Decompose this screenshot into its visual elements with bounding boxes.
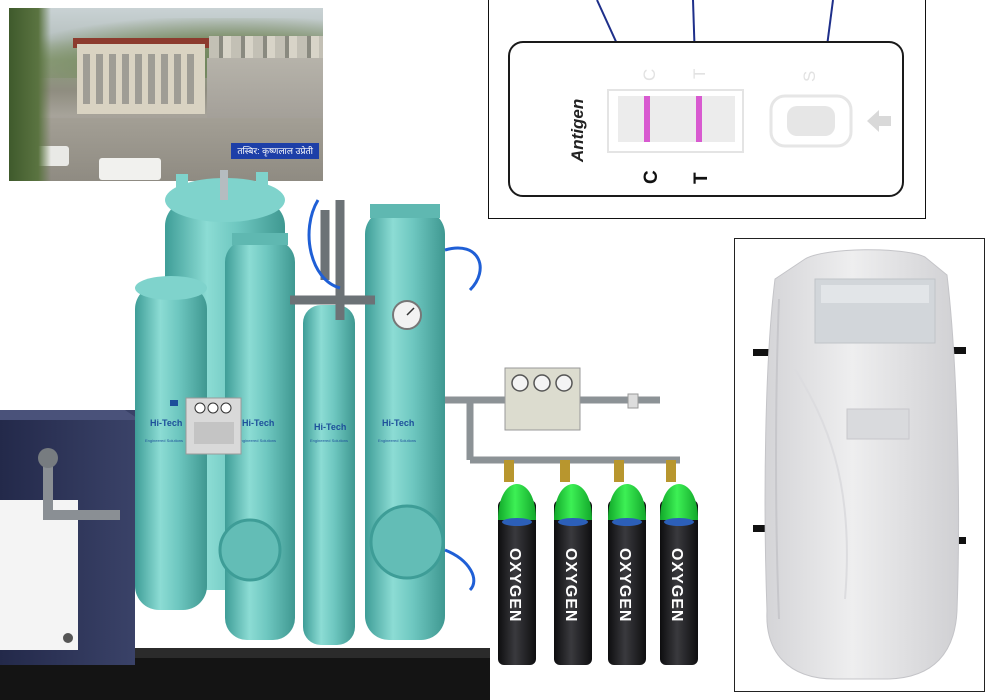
process-piping (290, 200, 375, 320)
oxygen-cylinder-1: OXYGEN (498, 460, 536, 665)
parked-vehicle (99, 158, 161, 180)
antigen-test-panel: C T S Antigen C T (488, 0, 926, 219)
antigen-test-illustration: C T S Antigen C T (508, 0, 904, 197)
gauge-icon (511, 374, 529, 392)
strap-top-left (753, 349, 775, 356)
window-letter-c: C (640, 69, 659, 81)
oxygen-plant-illustration: Hi-Tech Engineered Solutions Hi-Tech Eng… (0, 170, 698, 700)
zipper (775, 298, 780, 620)
gauge-icon (207, 402, 219, 414)
oxygen-cylinder-2: OXYGEN (554, 460, 592, 665)
cylinder-label-1: OXYGEN (506, 548, 523, 622)
adsorber-tower-1 (135, 285, 207, 610)
manhole-flange-1 (218, 518, 282, 582)
street-photo: तस्बिर: कृष्णलाल उप्रेती (9, 8, 323, 181)
compressor-panel (0, 500, 78, 650)
photo-credit-caption: तस्बिर: कृष्णलाल उप्रेती (231, 143, 319, 159)
air-hose (307, 199, 341, 290)
gauge-icon (533, 374, 551, 392)
brand-label-1: Hi-Tech (150, 418, 182, 428)
strap-bottom-left (753, 525, 775, 532)
buffer-tank (303, 305, 355, 645)
oxygen-cylinder-3: OXYGEN (608, 460, 646, 665)
antigen-label: Antigen (568, 99, 587, 163)
window-letter-s: S (800, 71, 819, 82)
result-window (618, 96, 735, 142)
marker-t: T (691, 172, 712, 184)
manhole-flange-2 (369, 504, 445, 580)
brand-label-3: Hi-Tech (314, 422, 346, 432)
test-line (696, 96, 702, 142)
gauge-icon (220, 402, 232, 414)
brand-label-2: Hi-Tech (242, 418, 274, 428)
body-bag-illustration (753, 249, 966, 680)
brand-label-4: Hi-Tech (382, 418, 414, 428)
gauge-icon (555, 374, 573, 392)
control-line (644, 96, 650, 142)
body-bag-panel (734, 238, 985, 692)
brand-tagline-1: Engineered Solutions (145, 438, 183, 443)
window-letter-t: T (690, 69, 709, 79)
oxygen-cylinder-4: OXYGEN (660, 460, 698, 665)
cylinder-label-4: OXYGEN (668, 548, 685, 622)
compressor-pipe (43, 460, 120, 520)
arrow-left-icon (867, 110, 891, 132)
brand-tagline-4: Engineered Solutions (378, 438, 416, 443)
brand-tagline-3: Engineered Solutions (310, 438, 348, 443)
gauge-icon (194, 402, 206, 414)
label-pocket (846, 408, 910, 440)
cylinder-label-3: OXYGEN (616, 548, 633, 622)
marker-c: C (641, 170, 662, 184)
brand-tagline-2: Engineered Solutions (238, 438, 276, 443)
valve-icon (627, 393, 639, 409)
cylinder-label-2: OXYGEN (562, 548, 579, 622)
strap-top-right (944, 347, 966, 354)
tree (9, 8, 51, 181)
body-bag (764, 249, 960, 680)
